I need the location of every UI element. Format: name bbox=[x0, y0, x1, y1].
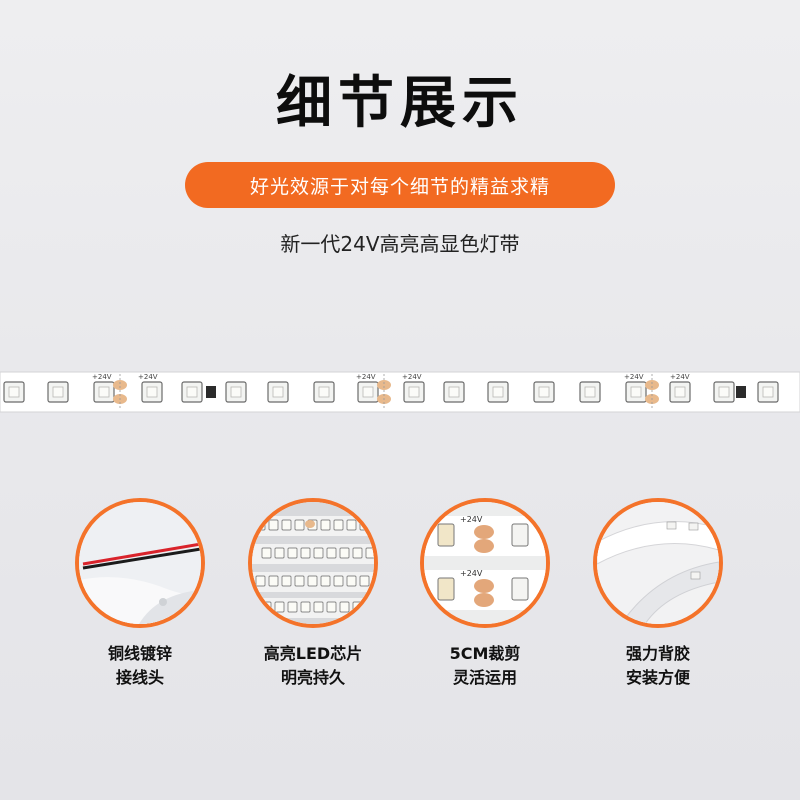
led-chip-lens bbox=[230, 386, 242, 398]
led-chip bbox=[339, 601, 350, 613]
feature-image-led-chips bbox=[248, 498, 378, 628]
led-chip-lens bbox=[674, 386, 686, 398]
led-chip bbox=[294, 519, 305, 531]
led-chip bbox=[359, 519, 370, 531]
voltage-mark: +24V bbox=[624, 373, 644, 381]
feature-cut-mark: +24V +24V 5CM裁剪 灵活运用 bbox=[415, 498, 555, 690]
voltage-mark: +24V bbox=[356, 373, 376, 381]
feature-caption: 5CM裁剪 灵活运用 bbox=[415, 642, 555, 690]
led-chip-lens bbox=[584, 386, 596, 398]
led-chip bbox=[287, 601, 298, 613]
feature-title: 高亮LED芯片 bbox=[263, 644, 363, 663]
feature-subtitle: 接线头 bbox=[115, 668, 164, 687]
led-chip-lens bbox=[98, 386, 110, 398]
led-chip bbox=[268, 575, 279, 587]
tagline-badge: 好光效源于对每个细节的精益求精 bbox=[185, 162, 615, 208]
feature-wire-connector: 铜线镀锌 接线头 bbox=[70, 498, 210, 690]
feature-subtitle: 明亮持久 bbox=[280, 668, 345, 687]
voltage-mark: +24V bbox=[402, 373, 422, 381]
led-chip bbox=[255, 575, 266, 587]
led-chip-lens bbox=[186, 386, 198, 398]
led-chip bbox=[326, 601, 337, 613]
led-chip-lens bbox=[408, 386, 420, 398]
led-chip bbox=[281, 575, 292, 587]
led-chip bbox=[274, 547, 285, 559]
tagline-text: 好光效源于对每个细节的精益求精 bbox=[249, 175, 550, 198]
led-chip bbox=[352, 601, 363, 613]
led-chip-lens bbox=[362, 386, 374, 398]
led-chip bbox=[333, 575, 344, 587]
led-chip-lens bbox=[8, 386, 20, 398]
led-chip-lens bbox=[52, 386, 64, 398]
feature-title: 强力背胶 bbox=[625, 644, 690, 663]
led-chip bbox=[346, 519, 357, 531]
feature-led-chips: 高亮LED芯片 明亮持久 bbox=[243, 498, 383, 690]
product-subtitle: 新一代24V高亮高显色灯带 bbox=[280, 232, 520, 256]
led-chip bbox=[359, 575, 370, 587]
led-chip bbox=[320, 519, 331, 531]
feature-image-wire-connector bbox=[75, 498, 205, 628]
page-title: 细节展示 bbox=[276, 71, 524, 136]
feature-adhesive-tape: 强力背胶 安装方便 bbox=[588, 498, 728, 690]
led-strip-illustration: +24V +24V +24V +24V +24V +24V bbox=[0, 371, 800, 413]
svg-text:+24V: +24V bbox=[460, 569, 483, 578]
copper-pad bbox=[305, 520, 315, 528]
led-chip bbox=[255, 519, 266, 531]
svg-text:+24V: +24V bbox=[460, 515, 483, 524]
resistor bbox=[206, 386, 216, 398]
led-chip-lens bbox=[448, 386, 460, 398]
led-chip bbox=[274, 601, 285, 613]
feature-caption: 强力背胶 安装方便 bbox=[588, 642, 728, 690]
feature-subtitle: 安装方便 bbox=[625, 668, 690, 687]
led-chip bbox=[287, 547, 298, 559]
copper-pad bbox=[377, 380, 391, 390]
led-chip bbox=[268, 519, 279, 531]
led-chip-lens bbox=[718, 386, 730, 398]
copper-pad bbox=[645, 380, 659, 390]
led-chip bbox=[313, 601, 324, 613]
feature-title: 铜线镀锌 bbox=[107, 644, 172, 663]
copper-pad bbox=[113, 380, 127, 390]
led-chip-lens bbox=[492, 386, 504, 398]
led-chip bbox=[339, 547, 350, 559]
led-chip bbox=[261, 547, 272, 559]
strip-row bbox=[252, 598, 374, 618]
led-chip-lens bbox=[272, 386, 284, 398]
detail-features: 铜线镀锌 接线头 高亮LED芯片 明亮持久 bbox=[0, 498, 800, 698]
led-chip bbox=[261, 601, 272, 613]
feature-title: 5CM裁剪 bbox=[449, 644, 521, 663]
led-chip bbox=[326, 547, 337, 559]
led-chip bbox=[320, 575, 331, 587]
voltage-mark: +24V bbox=[92, 373, 112, 381]
feature-caption: 铜线镀锌 接线头 bbox=[70, 642, 210, 690]
led-chip bbox=[294, 575, 305, 587]
led-chip bbox=[346, 575, 357, 587]
led-chip bbox=[300, 601, 311, 613]
led-chip bbox=[313, 547, 324, 559]
led-chip bbox=[300, 547, 311, 559]
voltage-mark: +24V bbox=[670, 373, 690, 381]
resistor bbox=[736, 386, 746, 398]
led-chip bbox=[365, 601, 374, 613]
led-chip bbox=[307, 575, 318, 587]
feature-subtitle: 灵活运用 bbox=[452, 668, 517, 687]
led-chip bbox=[333, 519, 344, 531]
led-chip-lens bbox=[318, 386, 330, 398]
feature-image-adhesive-tape bbox=[593, 498, 723, 628]
led-chip bbox=[352, 547, 363, 559]
led-chip-lens bbox=[146, 386, 158, 398]
feature-image-cut-mark: +24V +24V bbox=[420, 498, 550, 628]
feature-caption: 高亮LED芯片 明亮持久 bbox=[243, 642, 383, 690]
led-chip-lens bbox=[538, 386, 550, 398]
voltage-mark: +24V bbox=[138, 373, 158, 381]
strip-base bbox=[0, 371, 800, 413]
led-strip-image: +24V +24V +24V +24V +24V +24V bbox=[0, 358, 800, 424]
led-chip bbox=[281, 519, 292, 531]
led-chip bbox=[365, 547, 374, 559]
led-chip-lens bbox=[762, 386, 774, 398]
led-chip-lens bbox=[630, 386, 642, 398]
